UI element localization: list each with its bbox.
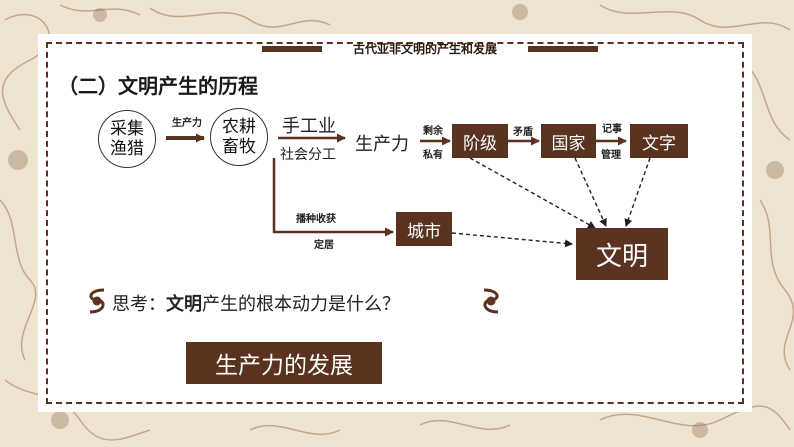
node-productivity: 生产力 [355, 134, 409, 155]
label-settle: 定居 [314, 240, 334, 251]
label-productivity-small: 生产力 [172, 118, 202, 129]
section-title: （二）文明产生的历程 [58, 74, 258, 98]
dashed-frame [46, 42, 744, 404]
label-private: 私有 [423, 150, 443, 161]
node-class: 阶级 [452, 124, 508, 158]
label-surplus: 剩余 [423, 126, 443, 137]
scroll-ornament-left-icon [89, 288, 105, 314]
label-conflict: 矛盾 [513, 127, 533, 138]
node-civilization: 文明 [576, 228, 668, 280]
header-title: 古代亚非文明的产生和发展 [352, 42, 497, 56]
header-bar-right [528, 46, 598, 52]
content-card [38, 34, 752, 412]
scroll-ornament-right-icon [483, 288, 499, 314]
node-state: 国家 [541, 124, 596, 158]
header-bar-left [262, 46, 322, 52]
node-writing: 文字 [630, 124, 688, 158]
question-rest: 产生的根本动力是什么？ [202, 294, 400, 315]
label-sowing-harvest: 播种收获 [296, 214, 336, 225]
solid-arrows [166, 133, 627, 237]
answer-box: 生产力的发展 [186, 342, 382, 384]
question-prefix: 思考： [112, 294, 166, 315]
node-farming-herding: 农耕畜牧 [210, 108, 268, 166]
label-manage: 管理 [601, 150, 621, 161]
node-handicraft: 手工业 [282, 116, 336, 137]
label-record: 记事 [602, 124, 622, 135]
question-keyword: 文明 [166, 294, 202, 315]
label-social-division: 社会分工 [280, 147, 336, 163]
node-hunting-gathering: 采集渔猎 [98, 110, 156, 168]
question-text: 思考：文明产生的根本动力是什么？ [112, 290, 400, 316]
node-city: 城市 [396, 212, 452, 246]
dashed-arrows [451, 157, 651, 248]
